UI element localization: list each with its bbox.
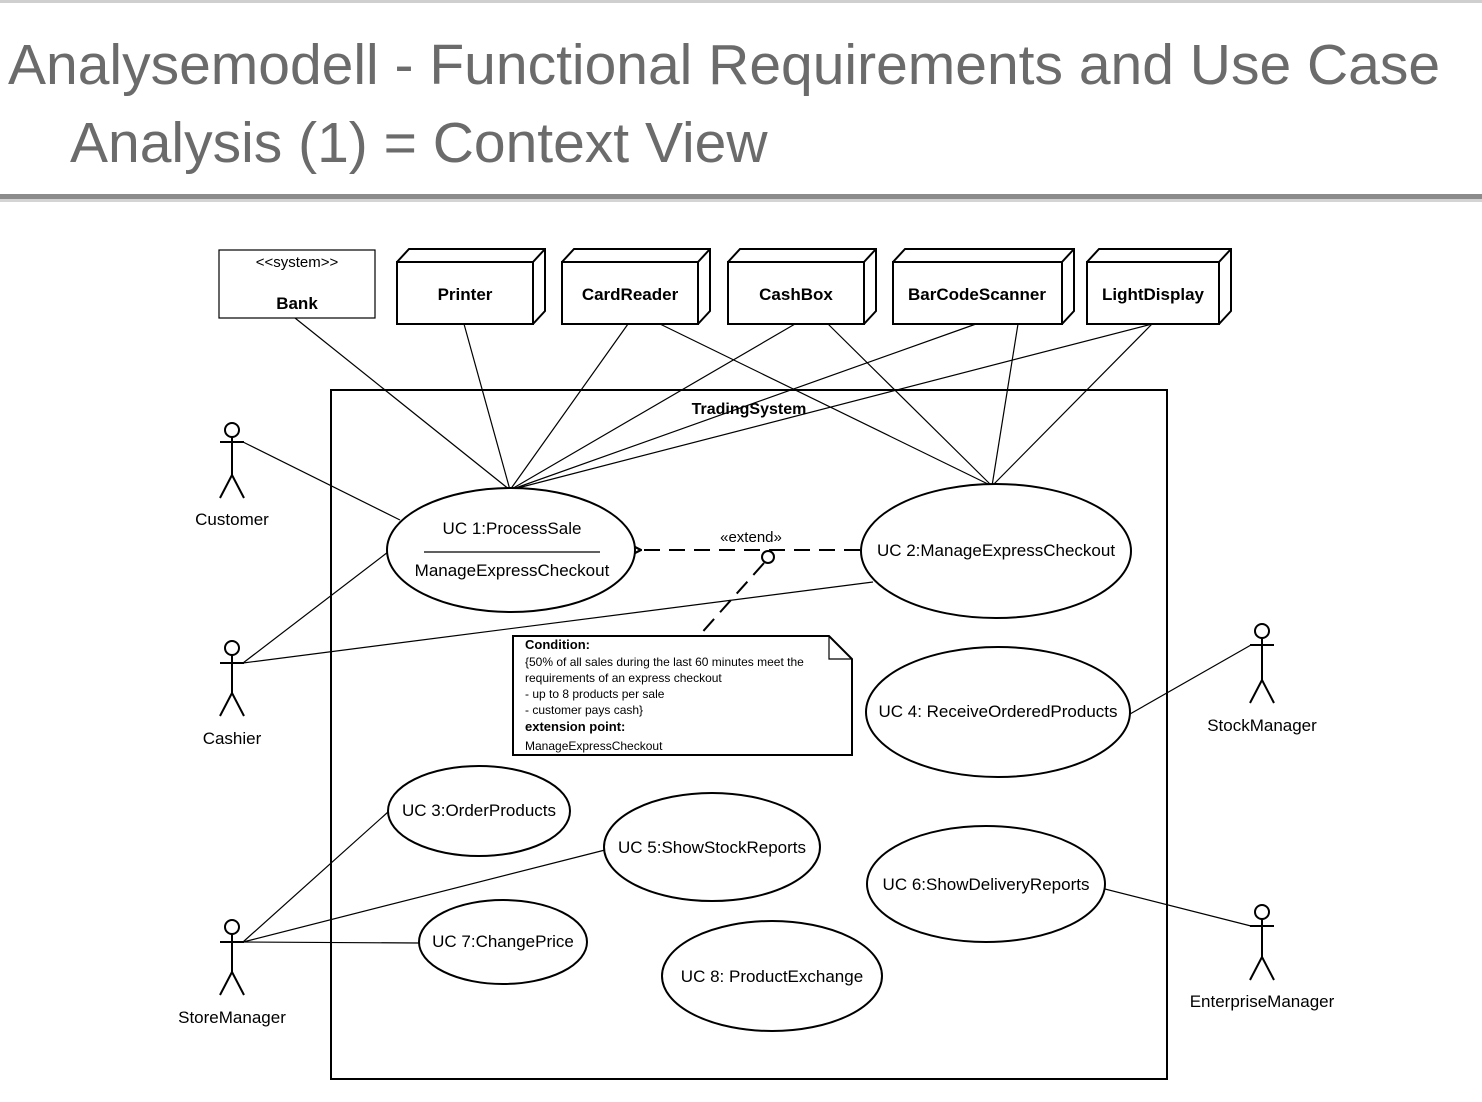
usecase-uc6: UC 6:ShowDeliveryReports <box>866 825 1106 943</box>
assoc-printer-uc1 <box>463 323 511 491</box>
actor-customer: Customer <box>195 422 269 529</box>
extend-label: «extend» <box>720 529 782 546</box>
top-border <box>0 0 1482 3</box>
assoc-enterprisemanager-uc6 <box>1104 888 1252 927</box>
bank-stereotype: <<system>> <box>256 254 339 271</box>
uc8-label: UC 8: ProductExchange <box>681 967 863 986</box>
node-cardreader-label: CardReader <box>582 285 679 304</box>
usecase-uc3: UC 3:OrderProducts <box>387 765 571 857</box>
actor-stockmanager-label: StockManager <box>1207 716 1317 735</box>
uc1-extension-point: ManageExpressCheckout <box>415 561 610 580</box>
title-divider-shadow <box>0 199 1482 202</box>
actor-stockmanager: StockManager <box>1207 623 1317 735</box>
slide-title-line-1: Analysemodell - Functional Requirements … <box>8 33 1441 97</box>
node-printer: Printer <box>396 248 546 325</box>
uc2-label: UC 2:ManageExpressCheckout <box>877 541 1115 560</box>
storemanager-stick-figure-icon <box>219 919 245 996</box>
uc7-label: UC 7:ChangePrice <box>432 932 574 951</box>
customer-stick-figure-icon <box>219 422 245 499</box>
assoc-customer-uc1 <box>242 441 401 521</box>
associations <box>242 317 1252 944</box>
node-printer-label: Printer <box>438 285 493 304</box>
assoc-barcodescanner-uc2 <box>991 323 1019 487</box>
assoc-cardreader-uc1 <box>509 323 629 491</box>
assoc-cashbox-uc2 <box>827 323 993 487</box>
uc1-name: UC 1:ProcessSale <box>443 519 582 538</box>
assoc-cashbox-uc1 <box>509 323 796 491</box>
actor-cashier-label: Cashier <box>203 729 262 748</box>
actor-storemanager: StoreManager <box>178 919 286 1027</box>
node-cardreader: CardReader <box>561 248 711 325</box>
actor-enterprisemanager-label: EnterpriseManager <box>1190 992 1335 1011</box>
cashier-stick-figure-icon <box>219 640 245 717</box>
usecase-uc4: UC 4: ReceiveOrderedProducts <box>865 646 1131 778</box>
note-line-3: - up to 8 products per sale <box>525 687 665 701</box>
note-extension-heading: extension point: <box>525 719 625 734</box>
node-barcodescanner: BarCodeScanner <box>892 248 1075 325</box>
usecase-uc2: UC 2:ManageExpressCheckout <box>860 483 1132 619</box>
assoc-stockmanager-uc4 <box>1129 644 1252 715</box>
usecase-uc7: UC 7:ChangePrice <box>418 899 588 985</box>
bank-name: Bank <box>276 294 318 313</box>
assoc-cardreader-uc2 <box>659 323 993 487</box>
node-barcodescanner-label: BarCodeScanner <box>908 285 1046 304</box>
node-cashbox-label: CashBox <box>759 285 833 304</box>
bank-system: <<system>> Bank <box>218 249 376 319</box>
stockmanager-stick-figure-icon <box>1249 623 1275 704</box>
extend-anchor <box>761 550 775 564</box>
note-extension-value: ManageExpressCheckout <box>525 739 663 753</box>
usecase-uc8: UC 8: ProductExchange <box>661 920 883 1032</box>
condition-note: Condition: {50% of all sales during the … <box>512 635 853 756</box>
slide-title: Analysemodell - Functional Requirements … <box>8 26 1478 182</box>
system-name: TradingSystem <box>692 401 807 418</box>
usecase-uc1: UC 1:ProcessSale ManageExpressCheckout <box>386 487 636 613</box>
node-lightdisplay: LightDisplay <box>1086 248 1232 325</box>
assoc-storemanager-uc5 <box>242 849 606 943</box>
uc5-label: UC 5:ShowStockReports <box>618 838 806 857</box>
enterprisemanager-stick-figure-icon <box>1249 904 1275 981</box>
assoc-storemanager-uc3 <box>242 811 389 943</box>
note-line-4: - customer pays cash} <box>525 703 643 717</box>
assoc-cashier-uc2 <box>242 581 874 664</box>
usecase-uc5: UC 5:ShowStockReports <box>603 792 821 902</box>
uc3-label: UC 3:OrderProducts <box>402 801 556 820</box>
assoc-lightdisplay-uc2 <box>991 323 1153 487</box>
uc6-label: UC 6:ShowDeliveryReports <box>883 875 1090 894</box>
node-cashbox: CashBox <box>727 248 877 325</box>
assoc-barcodescanner-uc1 <box>509 323 977 491</box>
actor-enterprisemanager: EnterpriseManager <box>1190 904 1335 1011</box>
actor-customer-label: Customer <box>195 510 269 529</box>
assoc-bank-uc1 <box>294 317 511 491</box>
node-lightdisplay-label: LightDisplay <box>1102 285 1205 304</box>
system-boundary <box>330 389 1168 1080</box>
assoc-storemanager-uc7 <box>242 941 420 944</box>
title-divider <box>0 194 1482 199</box>
slide-title-line-2: Analysis (1) = Context View <box>70 111 768 175</box>
note-connector <box>697 562 765 638</box>
note-condition-heading: Condition: <box>525 637 590 652</box>
actor-cashier: Cashier <box>203 640 262 748</box>
note-line-1: {50% of all sales during the last 60 min… <box>525 655 804 669</box>
actor-storemanager-label: StoreManager <box>178 1008 286 1027</box>
note-line-2: requirements of an express checkout <box>525 671 722 685</box>
assoc-cashier-uc1 <box>242 551 389 664</box>
uc4-label: UC 4: ReceiveOrderedProducts <box>878 702 1117 721</box>
